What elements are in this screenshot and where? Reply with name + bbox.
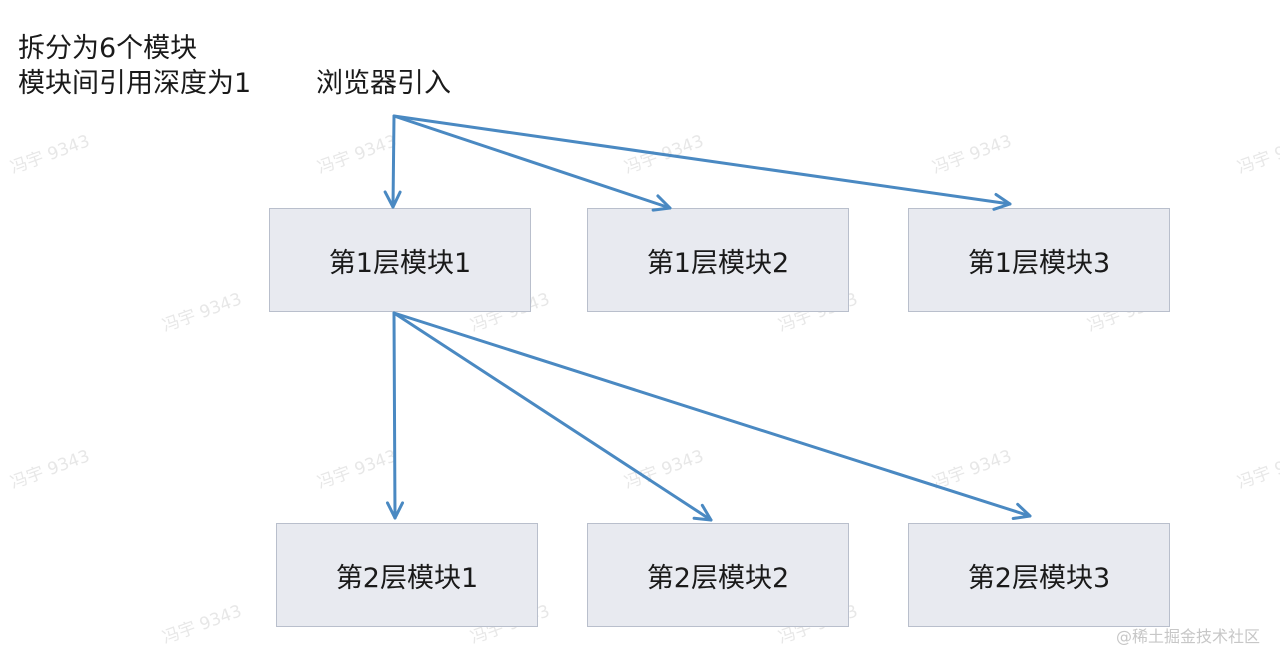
caption-split-count: 拆分为6个模块 (18, 33, 198, 64)
watermark: 冯宇 9343 (929, 131, 1015, 179)
watermark: 冯宇 9343 (621, 446, 707, 494)
browser-import-label: 浏览器引入 (316, 68, 451, 99)
watermark: 冯宇 9343 (929, 446, 1015, 494)
footer-credit: @稀土掘金技术社区 (1115, 627, 1260, 646)
arrow-browser-to-layer1-module-1 (383, 114, 402, 209)
watermark: 冯宇 9343 (159, 601, 245, 649)
watermark: 冯宇 9343 (314, 446, 400, 494)
layer2-module-2: 第2层模块2 (587, 523, 849, 627)
watermark: 冯宇 9343 (7, 131, 93, 179)
layer1-module-1: 第1层模块1 (269, 208, 531, 312)
arrow-layer1-to-layer2-module-2 (392, 311, 713, 522)
watermark: 冯宇 9343 (621, 131, 707, 179)
arrow-layer1-to-layer2-module-1 (386, 311, 404, 520)
arrow-browser-to-layer1-module-3 (392, 114, 1012, 211)
layer1-module-2: 第1层模块2 (587, 208, 849, 312)
watermark: 冯宇 9343 (314, 131, 400, 179)
caption-reference-depth: 模块间引用深度为1 (18, 68, 252, 99)
arrow-layer1-to-layer2-module-3 (392, 311, 1032, 520)
watermark: 冯宇 9343 (1234, 446, 1280, 494)
watermark: 冯宇 9343 (7, 446, 93, 494)
watermark: 冯宇 9343 (159, 289, 245, 337)
layer2-module-3: 第2层模块3 (908, 523, 1170, 627)
layer2-module-1: 第2层模块1 (276, 523, 538, 627)
arrow-browser-to-layer1-module-2 (392, 114, 672, 212)
watermark: 冯宇 9343 (1234, 131, 1280, 179)
layer1-module-3: 第1层模块3 (908, 208, 1170, 312)
